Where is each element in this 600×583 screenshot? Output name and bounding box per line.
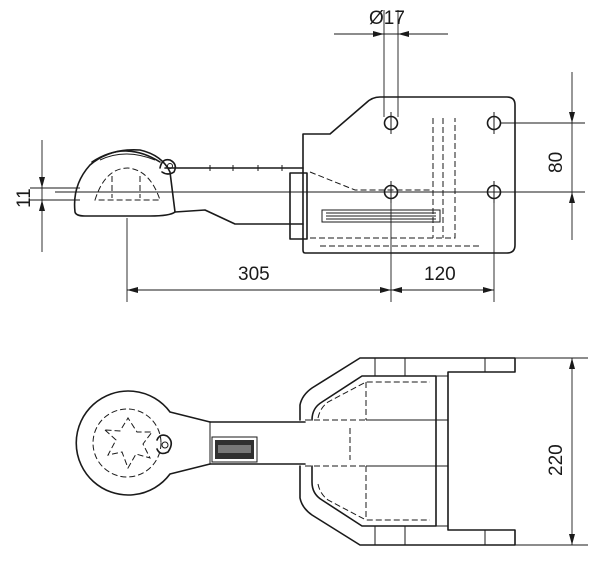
rating-plate: [211, 436, 258, 463]
dimension-hole-spacing: 80: [500, 72, 585, 240]
bracket-frame: [299, 357, 516, 546]
offset-height-label: 11: [14, 188, 35, 208]
coupling-eye-top: [75, 390, 211, 496]
side-view: [55, 96, 575, 254]
dimension-length-main: 305: [126, 200, 392, 302]
dimension-width-total: 220: [515, 357, 588, 546]
hole-diameter-label: Ø17: [369, 8, 405, 29]
draw-bar-arm-top: [209, 421, 306, 465]
length-secondary-label: 120: [424, 264, 456, 285]
hole-spacing-label: 80: [546, 152, 567, 173]
plate-hidden-frame: [309, 118, 456, 239]
draw-bar-arm: [164, 167, 304, 225]
dimension-hole-diameter: Ø17: [334, 8, 448, 117]
arm-plate-joint: [289, 172, 308, 240]
mounting-plate: [302, 96, 516, 254]
slot-bar: [321, 209, 441, 223]
top-view: [75, 357, 516, 546]
latch-pin: [159, 158, 177, 175]
dimension-offset-height: 11: [14, 140, 80, 252]
length-main-label: 305: [238, 264, 270, 285]
coupling-head-side: [73, 148, 176, 217]
coupling-bore: [92, 408, 162, 478]
dimension-length-secondary: 120: [391, 200, 495, 302]
width-total-label: 220: [546, 444, 567, 476]
